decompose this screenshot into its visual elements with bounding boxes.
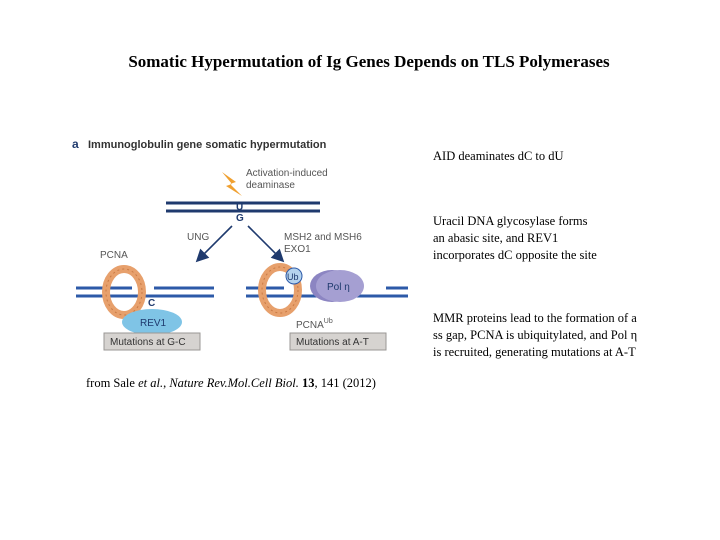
pcna-ring-left-texture (105, 268, 143, 316)
citation-journal: Nature Rev.Mol.Cell Biol. (169, 376, 299, 390)
aid-label-1: Activation-induced (246, 168, 328, 179)
aid-label-2: deaminase (246, 180, 295, 191)
citation-volume: 13 (301, 376, 315, 390)
pol-eta-protein (316, 270, 364, 302)
citation-comma: , (163, 376, 170, 390)
note-step-3: MMR proteins lead to the formation of a … (433, 310, 637, 361)
note-step-1: AID deaminates dC to dU (433, 148, 564, 165)
msh-label-2: EXO1 (284, 244, 311, 255)
result-box-left (103, 332, 201, 351)
result-box-right (289, 332, 387, 351)
pcna-ring-right-texture (261, 266, 299, 314)
note-step-2-line-1: Uracil DNA glycosylase forms (433, 214, 588, 228)
citation-prefix: from Sale (86, 376, 139, 390)
base-c: C (148, 298, 155, 309)
pol-eta-label: Pol η (327, 282, 350, 293)
shm-figure: a Immunoglobulin gene somatic hypermutat… (70, 130, 420, 360)
base-g: G (236, 213, 244, 224)
base-u: U (236, 202, 243, 213)
panel-letter: a (72, 137, 79, 151)
note-step-2: Uracil DNA glycosylase forms an abasic s… (433, 213, 597, 264)
citation: from Sale et al., Nature Rev.Mol.Cell Bi… (86, 376, 376, 391)
slide-title: Somatic Hypermutation of Ig Genes Depend… (128, 52, 610, 71)
result-right-label: Mutations at A-T (296, 337, 369, 348)
note-step-2-line-2: an abasic site, and REV1 (433, 231, 559, 245)
citation-etal: et al. (138, 376, 164, 390)
pcna-label-left: PCNA (100, 250, 128, 261)
note-step-2-line-3: incorporates dC opposite the site (433, 248, 597, 262)
note-step-3-line-2: ss gap, PCNA is ubiquitylated, and Pol η (433, 328, 638, 342)
note-step-1-line-1: AID deaminates dC to dU (433, 149, 564, 163)
citation-rest: , 141 (2012) (314, 376, 376, 390)
ub-label: Ub (287, 272, 299, 282)
note-step-3-line-1: MMR proteins lead to the formation of a (433, 311, 637, 325)
note-step-3-line-3: is recruited, generating mutations at A-… (433, 345, 636, 359)
rev1-protein (122, 309, 182, 335)
aid-lightning-icon (222, 172, 242, 196)
shm-diagram: a Immunoglobulin gene somatic hypermutat… (72, 137, 408, 351)
msh-label-1: MSH2 and MSH6 (284, 232, 362, 243)
ung-arrow (195, 225, 233, 263)
pcna-ub-label: PCNAUb (296, 318, 333, 331)
panel-title: Immunoglobulin gene somatic hypermutatio… (88, 139, 327, 151)
ung-label: UNG (187, 232, 209, 243)
mmr-arrow (247, 225, 285, 263)
rev1-label: REV1 (140, 318, 167, 329)
ubiquitin-badge (285, 267, 303, 285)
result-left-label: Mutations at G-C (110, 337, 186, 348)
